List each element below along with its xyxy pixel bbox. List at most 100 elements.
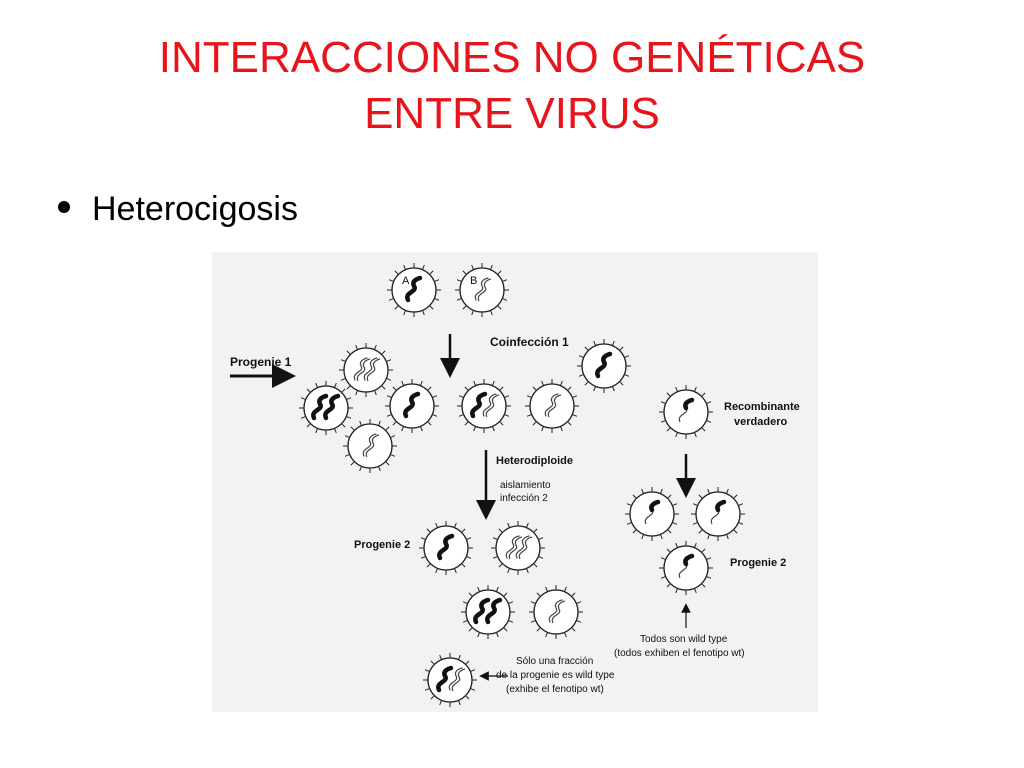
virus-particle xyxy=(625,487,679,541)
spike-shape xyxy=(725,534,729,540)
spike-shape xyxy=(464,421,469,426)
spike-shape xyxy=(434,279,440,283)
spike-shape xyxy=(350,426,355,431)
spike-shape xyxy=(508,601,514,605)
genome-b-shape xyxy=(353,357,368,381)
spike-shape xyxy=(532,386,537,391)
genome-b-shape xyxy=(451,668,466,692)
spike-shape xyxy=(526,413,532,417)
spike-shape xyxy=(346,350,351,355)
fraction-label-1: Sólo una fracción xyxy=(516,656,593,667)
genome-b-shape xyxy=(448,667,463,691)
spike-shape xyxy=(385,461,390,466)
genome-b-shape xyxy=(485,394,500,418)
spike-shape xyxy=(300,415,306,419)
genome-a-shape xyxy=(403,391,421,419)
isolation-label-2: infección 2 xyxy=(500,493,548,504)
spike-shape xyxy=(541,380,545,386)
genome-b-shape xyxy=(548,599,563,623)
spike-shape xyxy=(419,380,423,386)
spike-shape xyxy=(435,522,439,528)
genome-b-shape xyxy=(477,278,492,302)
spike-shape xyxy=(453,568,457,574)
fraction-label-3: (exhibe el fenotipo wt) xyxy=(506,684,604,695)
spike-shape xyxy=(706,401,712,405)
spike-shape xyxy=(660,401,666,405)
spike-shape xyxy=(468,592,473,597)
spike-shape xyxy=(390,453,396,457)
spike-shape xyxy=(458,395,464,399)
spike-shape xyxy=(503,592,508,597)
virus-particle xyxy=(659,385,713,439)
virus-particle xyxy=(691,487,745,541)
all-wildtype-label-2: (todos exhiben el fenotipo wt) xyxy=(614,648,745,659)
bullet-icon xyxy=(58,201,70,214)
spike-shape xyxy=(439,654,443,660)
genome-a-shape xyxy=(436,665,454,693)
spike-shape xyxy=(701,392,706,397)
recombinant-label-2: verdadero xyxy=(734,416,787,428)
spike-shape xyxy=(498,528,503,533)
spike-shape xyxy=(576,601,582,605)
capsid-shape xyxy=(427,657,473,703)
spike-shape xyxy=(403,264,407,270)
spike-shape xyxy=(701,548,706,553)
spike-shape xyxy=(675,588,679,594)
spike-shape xyxy=(504,413,510,417)
spike-shape xyxy=(660,575,666,579)
spike-shape xyxy=(675,542,679,548)
virus-particle xyxy=(419,521,473,575)
spike-shape xyxy=(424,669,430,673)
spike-shape xyxy=(359,420,363,426)
spike-shape xyxy=(659,488,663,494)
spike-shape xyxy=(386,395,392,399)
spike-shape xyxy=(666,583,671,588)
genome-a-shape xyxy=(485,597,503,625)
spike-shape xyxy=(461,563,466,568)
spike-shape xyxy=(346,415,352,419)
spike-shape xyxy=(538,537,544,541)
spike-shape xyxy=(421,264,425,270)
spike-shape xyxy=(499,421,504,426)
spike-shape xyxy=(632,529,637,534)
virus-particle xyxy=(491,521,545,575)
spike-shape xyxy=(707,534,711,540)
spike-shape xyxy=(572,413,578,417)
genome-b-shape xyxy=(366,358,381,382)
spike-shape xyxy=(355,390,359,396)
genome-a-shape xyxy=(595,351,613,379)
spike-shape xyxy=(426,563,431,568)
spike-shape xyxy=(457,700,461,706)
virus-particle xyxy=(529,585,583,639)
spike-shape xyxy=(386,359,392,363)
spike-shape xyxy=(525,522,529,528)
spike-shape xyxy=(672,503,678,507)
spike-shape xyxy=(462,601,468,605)
spike-shape xyxy=(430,695,435,700)
spike-shape xyxy=(497,270,502,275)
spike-shape xyxy=(545,632,549,638)
title-line-2: ENTRE VIRUS xyxy=(364,89,660,138)
spike-shape xyxy=(545,586,549,592)
slide-title: INTERACCIONES NO GENÉTICAS ENTRE VIRUS xyxy=(0,30,1024,142)
genome-a-shape xyxy=(715,499,727,513)
spike-shape xyxy=(533,563,538,568)
spike-shape xyxy=(306,388,311,393)
recombinant-label-1: Recombinante xyxy=(724,401,800,413)
spike-shape xyxy=(567,421,572,426)
spike-shape xyxy=(341,388,346,393)
spike-shape xyxy=(439,700,443,706)
spike-shape xyxy=(401,426,405,432)
spike-shape xyxy=(626,521,632,525)
spike-shape xyxy=(465,660,470,665)
spike-shape xyxy=(738,521,744,525)
spike-shape xyxy=(477,632,481,638)
spike-shape xyxy=(660,557,666,561)
heterozygosis-diagram: A B Coinfección 1 Progenie 1 Recombinant… xyxy=(212,252,818,712)
spike-shape xyxy=(340,377,346,381)
spike-shape xyxy=(427,421,432,426)
spike-shape xyxy=(619,346,624,351)
spike-shape xyxy=(333,382,337,388)
spike-shape xyxy=(563,632,567,638)
bullet-text: Heterocigosis xyxy=(92,190,298,228)
